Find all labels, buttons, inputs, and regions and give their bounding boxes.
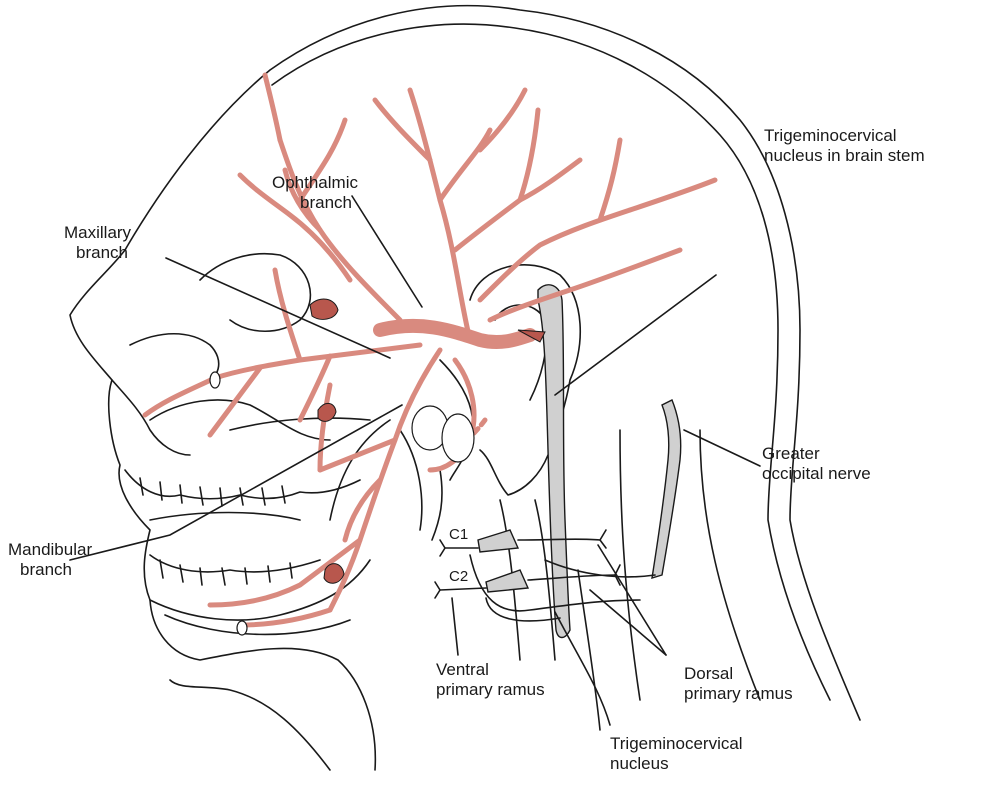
- label-line: branch: [64, 243, 131, 263]
- c1-dorsal-ramus: [518, 539, 600, 540]
- c2-ventral-ramus: [440, 588, 486, 590]
- greater-occipital-nerve-shape: [652, 400, 681, 578]
- c2-root: [486, 570, 528, 592]
- label-line: Trigeminocervical: [764, 126, 925, 146]
- leader-greater-occipital: [684, 430, 760, 466]
- label-line: primary ramus: [436, 680, 545, 700]
- ear-inner: [495, 305, 546, 400]
- leader-ventral: [452, 598, 458, 655]
- mandibular-branch-path: [330, 350, 440, 610]
- leader-trigeminocervical-brainstem: [555, 275, 716, 395]
- label-line: branch: [8, 560, 92, 580]
- label-c1: C1: [449, 526, 468, 544]
- label-c2: C2: [449, 568, 468, 586]
- leader-ophthalmic: [352, 196, 422, 307]
- lower-teeth: [150, 555, 320, 572]
- label-ophthalmic-branch: Ophthalmic branch: [272, 173, 358, 213]
- label-mandibular-branch: Mandibular branch: [8, 540, 92, 580]
- label-line: Ventral: [436, 660, 545, 680]
- label-line: branch: [272, 193, 358, 213]
- neck-line-2: [170, 680, 330, 770]
- leader-trigeminocervical-nucleus: [555, 612, 610, 725]
- neck-line: [700, 430, 760, 700]
- label-greater-occipital-nerve: Greater occipital nerve: [762, 444, 871, 484]
- label-trigeminocervical-nucleus: Trigeminocervical nucleus: [610, 734, 743, 774]
- label-line: Greater: [762, 444, 871, 464]
- label-ventral-primary-ramus: Ventral primary ramus: [436, 660, 545, 700]
- label-line: Dorsal: [684, 664, 793, 684]
- label-line: nucleus: [610, 754, 743, 774]
- label-line: primary ramus: [684, 684, 793, 704]
- label-line: Ophthalmic: [272, 173, 358, 193]
- trigeminocervical-nucleus-shape: [538, 285, 570, 638]
- label-trigeminocervical-brainstem: Trigeminocervical nucleus in brain stem: [764, 126, 925, 166]
- label-line: Trigeminocervical: [610, 734, 743, 754]
- label-maxillary-branch: Maxillary branch: [64, 223, 131, 263]
- label-line: occipital nerve: [762, 464, 871, 484]
- trigeminal-ganglion: [380, 326, 530, 342]
- label-line: Maxillary: [64, 223, 131, 243]
- label-line: Mandibular: [8, 540, 92, 560]
- maxillary-branch-path: [215, 345, 420, 378]
- label-line: nucleus in brain stem: [764, 146, 925, 166]
- label-dorsal-primary-ramus: Dorsal primary ramus: [684, 664, 793, 704]
- c1-root: [478, 530, 518, 552]
